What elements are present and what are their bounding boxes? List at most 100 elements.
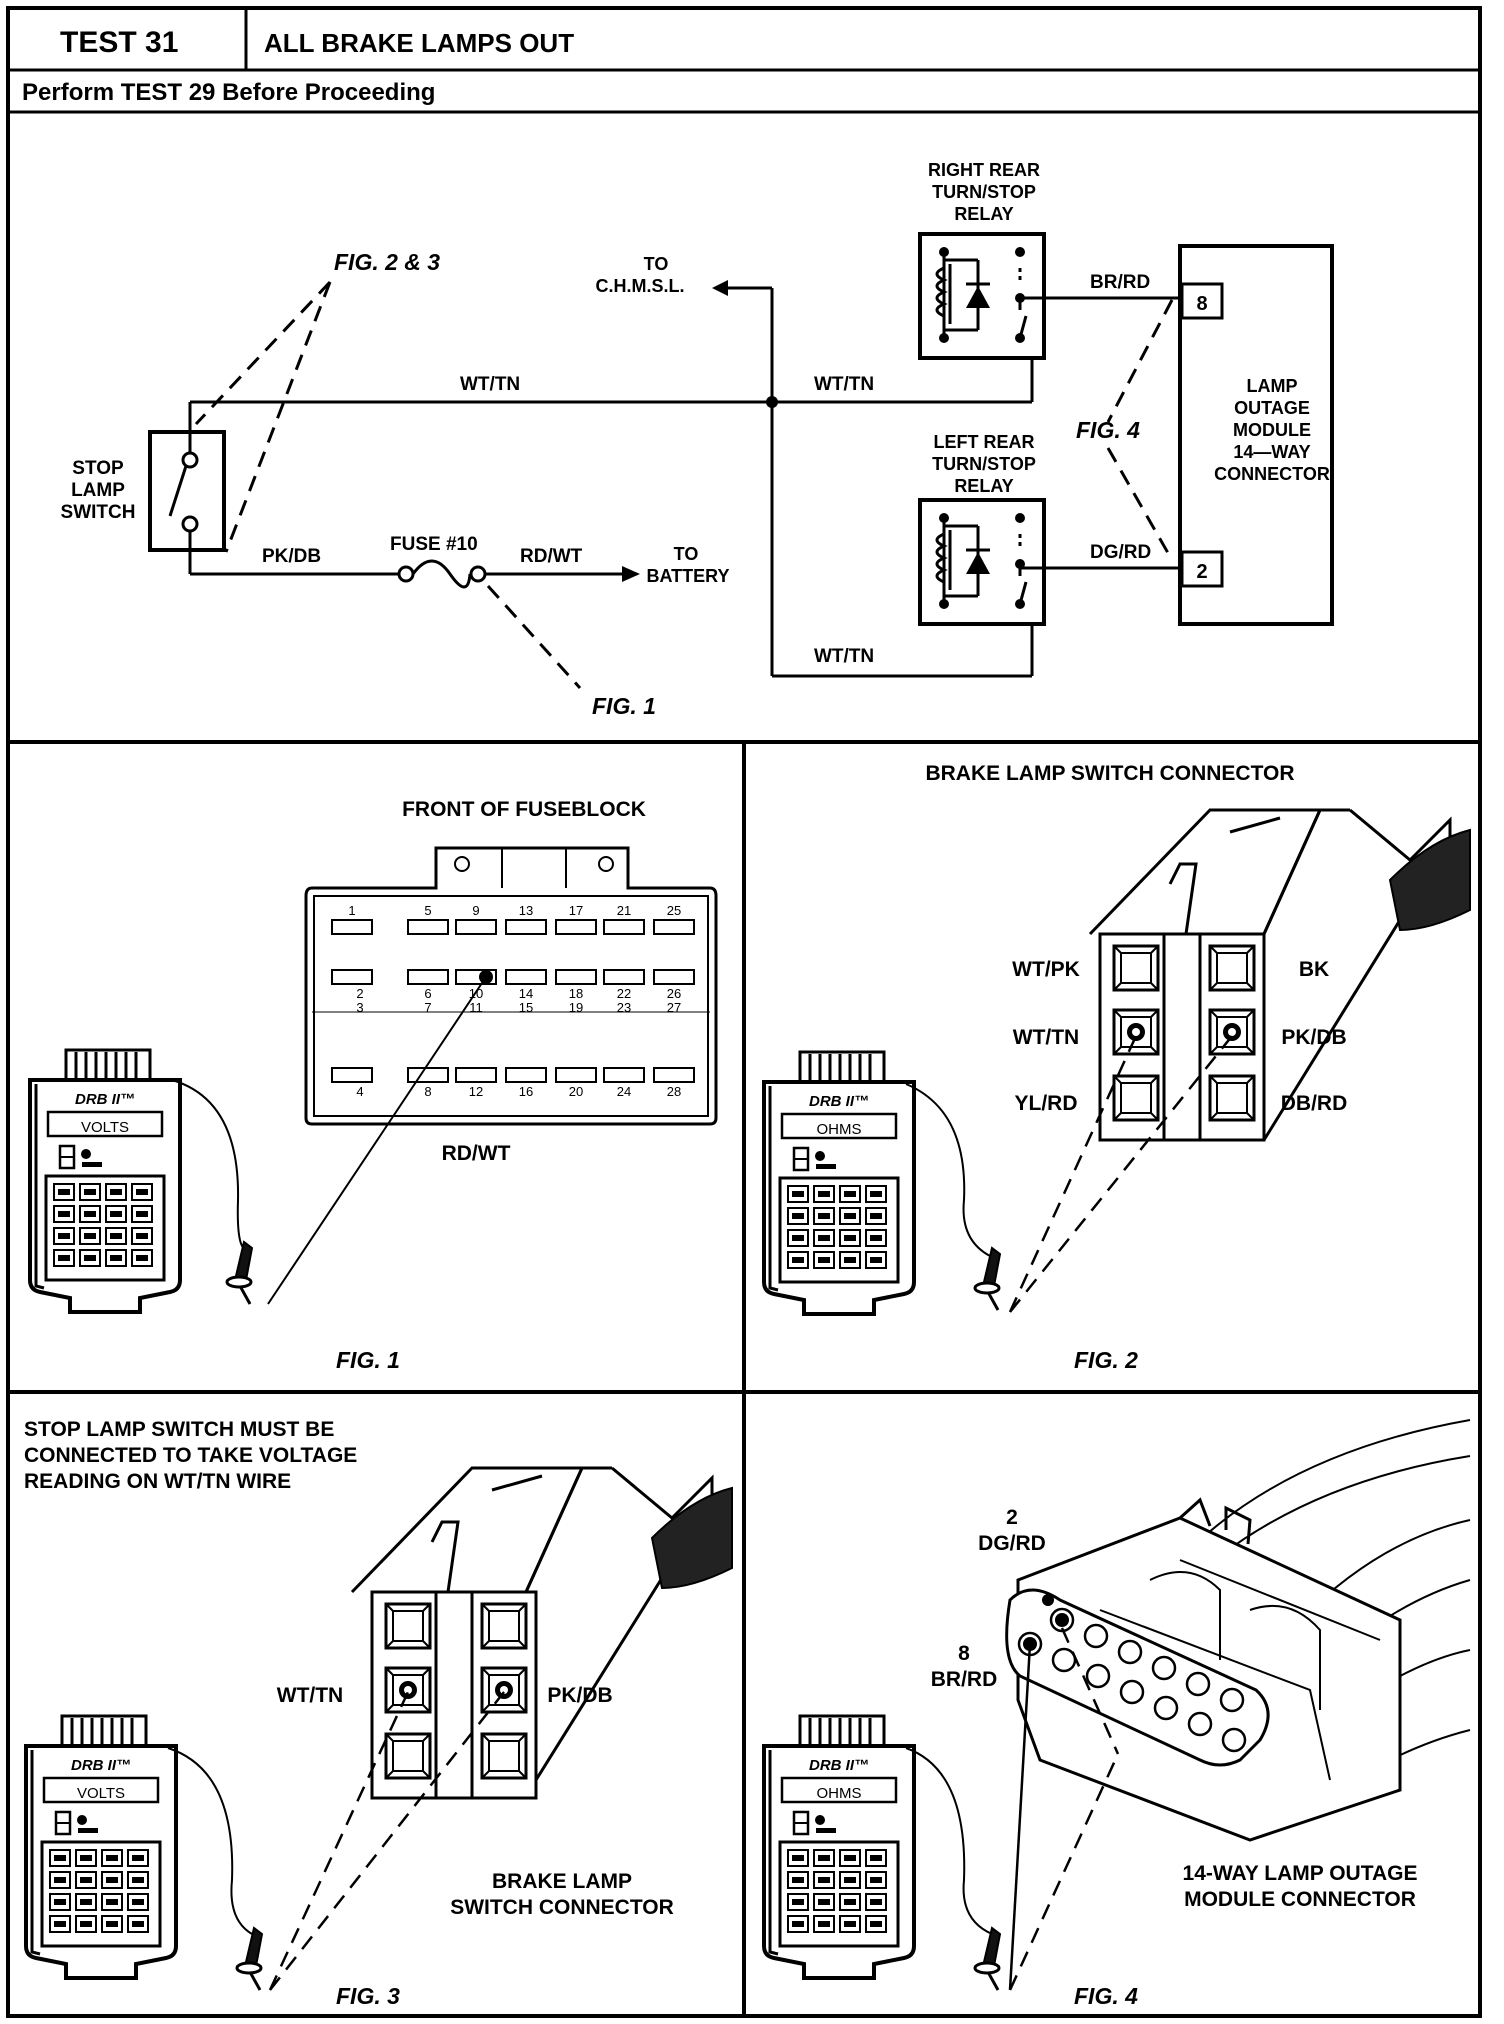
to-chmsl-2: C.H.M.S.L. (596, 276, 685, 296)
drb-meter (28, 1048, 182, 1314)
rr-relay-label-1: RIGHT REAR (928, 160, 1040, 180)
meter-brand: DRB II™ (75, 1091, 135, 1108)
wire-wttn-lr: WT/TN (814, 646, 874, 667)
schematic: STOP LAMP SWITCH WT/TN TO C.H.M.S.L. WT/… (8, 160, 1480, 744)
fuseblock (304, 846, 718, 1126)
meter-mode: OHMS (817, 1121, 862, 1138)
test-probe (973, 1246, 1002, 1312)
wire-dgrd: DG/RD (1090, 542, 1151, 563)
fig1-title: FRONT OF FUSEBLOCK (402, 798, 646, 821)
test-number: TEST 31 (60, 26, 178, 59)
fig2-caption: FIG. 2 (1074, 1347, 1138, 1373)
drb-meter (762, 1714, 916, 1980)
fuse-num: 26 (667, 986, 681, 1001)
to-chmsl-1: TO (644, 254, 669, 274)
module-label-2: OUTAGE (1234, 398, 1310, 418)
wire-rdwt: RD/WT (520, 546, 583, 567)
module-label-5: CONNECTOR (1214, 464, 1330, 484)
lr-relay-label-1: LEFT REAR (934, 432, 1035, 452)
fuse-num: 11 (469, 1000, 483, 1015)
fig2-label-dbrd: DB/RD (1281, 1092, 1348, 1115)
lr-relay-label-2: TURN/STOP (932, 454, 1036, 474)
fig4-pin8-wire: BR/RD (931, 1668, 998, 1691)
module-label-4: 14—WAY (1233, 442, 1310, 462)
stop-switch-label-3: SWITCH (61, 502, 136, 523)
fig2-label-bk: BK (1299, 958, 1329, 981)
fig3-caption: FIG. 3 (336, 1983, 400, 2009)
fig4-panel: 2 DG/RD 8 BR/RD (762, 1419, 1471, 2009)
rr-relay-label-3: RELAY (954, 204, 1013, 224)
right-rear-relay (918, 232, 1046, 360)
fuse-num: 12 (469, 1084, 483, 1099)
fig3-note-3: READING ON WT/TN WIRE (24, 1470, 291, 1493)
wire-brrd: BR/RD (1090, 272, 1150, 293)
fig2-title: BRAKE LAMP SWITCH CONNECTOR (925, 762, 1294, 785)
meter-brand: DRB II™ (71, 1757, 131, 1774)
fuse-num: 27 (667, 1000, 681, 1015)
header: TEST 31 ALL BRAKE LAMPS OUT Perform TEST… (8, 8, 1480, 114)
fig1-caption: FIG. 1 (336, 1347, 400, 1373)
schematic-fig1-ref: FIG. 1 (592, 693, 656, 719)
fig2-label-ylrd: YL/RD (1015, 1092, 1078, 1115)
fig2-label-wttn: WT/TN (1013, 1026, 1079, 1049)
fuse-label: FUSE #10 (390, 534, 478, 555)
test-probe (225, 1240, 254, 1306)
fuse-num: 18 (569, 986, 583, 1001)
wire-wttn-main: WT/TN (460, 374, 520, 395)
wire-pkdb: PK/DB (262, 546, 321, 567)
prereq-note: Perform TEST 29 Before Proceeding (22, 79, 435, 106)
module-label-1: LAMP (1247, 376, 1298, 396)
fuse-num: 24 (617, 1084, 631, 1099)
module-pin-2: 2 (1196, 561, 1207, 583)
schematic-fig4-ref: FIG. 4 (1076, 417, 1140, 443)
fig1-wire-label: RD/WT (442, 1142, 511, 1165)
module-pin-8: 8 (1196, 293, 1207, 315)
fig3-label-wttn: WT/TN (277, 1684, 343, 1707)
fuse-num: 16 (519, 1084, 533, 1099)
stop-lamp-switch (148, 430, 226, 552)
fig3-panel: STOP LAMP SWITCH MUST BE CONNECTED TO TA… (24, 1418, 733, 2009)
fig2-label-pkdb: PK/DB (1281, 1026, 1346, 1049)
fig4-conn-label-1: 14-WAY LAMP OUTAGE (1183, 1862, 1418, 1885)
meter-mode: OHMS (817, 1785, 862, 1802)
wire-wttn-rr: WT/TN (814, 374, 874, 395)
fuse-num: 13 (519, 903, 533, 918)
fuse-num: 17 (569, 903, 583, 918)
fig4-conn-label-2: MODULE CONNECTOR (1184, 1888, 1416, 1911)
fig2-label-wtpk: WT/PK (1012, 958, 1080, 981)
test-probe (973, 1926, 1002, 1992)
fuse-num: 4 (356, 1084, 363, 1099)
left-rear-relay (918, 498, 1046, 626)
drb-meter (762, 1050, 916, 1316)
fuse-num: 7 (424, 1000, 431, 1015)
stop-switch-label-1: STOP (72, 458, 124, 479)
meter-brand: DRB II™ (809, 1757, 869, 1774)
fig3-conn-label-2: SWITCH CONNECTOR (450, 1896, 674, 1919)
rr-relay-label-2: TURN/STOP (932, 182, 1036, 202)
fig3-note-2: CONNECTED TO TAKE VOLTAGE (24, 1444, 357, 1467)
fuse-num: 14 (519, 986, 533, 1001)
module-label-3: MODULE (1233, 420, 1311, 440)
meter-brand: DRB II™ (809, 1093, 869, 1110)
fuse-num: 2 (356, 986, 363, 1001)
fuse-num: 5 (424, 903, 431, 918)
fuse-num: 19 (569, 1000, 583, 1015)
fuse-num: 1 (348, 903, 355, 918)
to-battery-2: BATTERY (647, 566, 730, 586)
fuse-num: 15 (519, 1000, 533, 1015)
fig3-conn-label-1: BRAKE LAMP (492, 1870, 632, 1893)
stop-switch-label-2: LAMP (71, 480, 125, 501)
fuse-num: 8 (424, 1084, 431, 1099)
fig4-pin2-wire: DG/RD (978, 1532, 1046, 1555)
fuse-num: 23 (617, 1000, 631, 1015)
fuse-slots (331, 919, 695, 1083)
meter-mode: VOLTS (81, 1119, 129, 1136)
fig3-note-1: STOP LAMP SWITCH MUST BE (24, 1418, 334, 1441)
fuse-num: 9 (472, 903, 479, 918)
fuse-num: 20 (569, 1084, 583, 1099)
fig1-panel: FRONT OF FUSEBLOCK 1 5 9 13 17 21 25 2 6… (28, 798, 718, 1373)
fig4-pin8-num: 8 (958, 1642, 970, 1665)
fuse-num: 3 (356, 1000, 363, 1015)
